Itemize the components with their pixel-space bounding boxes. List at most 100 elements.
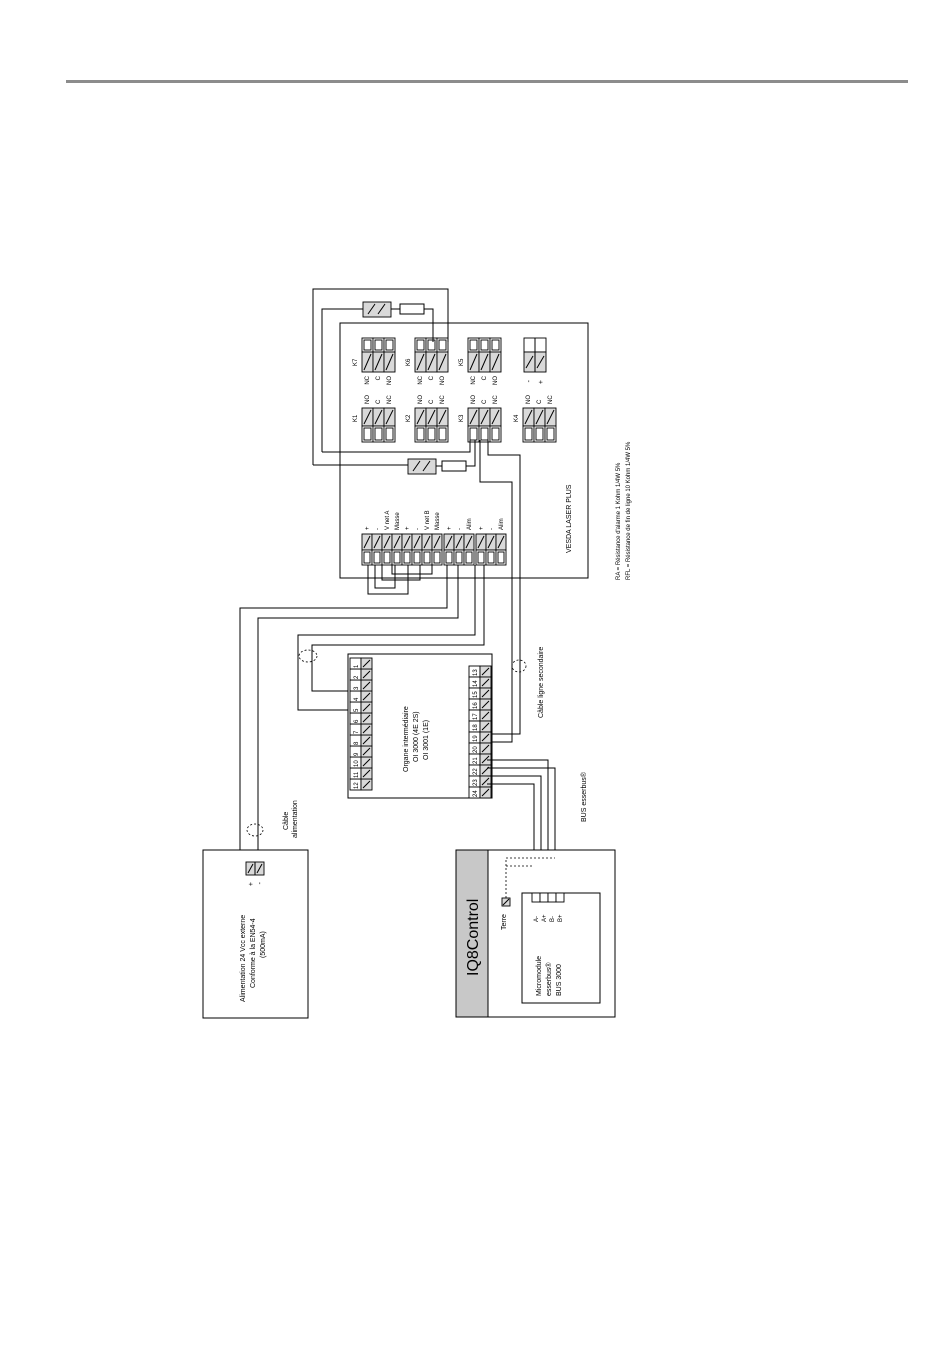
- micro-line-1: Micromodule: [536, 956, 543, 996]
- bus-terminal-13: Alim: [495, 518, 507, 566]
- micromodule-pin-3: B+: [555, 892, 565, 922]
- oi-terminal-4: 4: [349, 690, 373, 703]
- bus-terminal-7: Masse: [431, 512, 443, 566]
- header-rule: [66, 80, 908, 83]
- bus-terminal-label-11: +: [479, 526, 485, 530]
- alarm-loop-wiring: [312, 288, 521, 743]
- relay-k2-label: K2: [406, 414, 412, 422]
- oi-terminal-1: 1: [349, 657, 373, 670]
- oi-terminal-6: 6: [349, 712, 373, 725]
- relay-k3-pin-0: NO: [471, 395, 477, 404]
- bus-terminal-label-9: -: [457, 528, 463, 530]
- oi-terminal-16: 16: [468, 698, 492, 711]
- relay-k5-pin-0: NC: [471, 375, 477, 384]
- oi-terminal-12: 12: [349, 778, 373, 791]
- relay-k1-label: K1: [353, 414, 359, 422]
- cable-alim-label-2: alimentation: [292, 800, 299, 838]
- rfl-resistor-top: [399, 303, 425, 315]
- oi-terminal-number-5: 5: [354, 708, 360, 712]
- bus-terminal-label-3: Masse: [395, 512, 401, 530]
- oi-terminal-number-24: 24: [473, 790, 479, 797]
- rfl-resistor-bottom: [441, 460, 467, 472]
- alim-line-2: Conforme à la EN54-4: [250, 918, 257, 988]
- alim-pin-minus: -: [257, 881, 264, 884]
- oi-terminal-14: 14: [468, 676, 492, 689]
- oi-terminal-number-4: 4: [354, 697, 360, 701]
- micro-line-2: esserbus®: [545, 962, 553, 996]
- oi-terminal-number-3: 3: [354, 686, 360, 690]
- bus-terminal-label-10: Alim: [467, 518, 473, 530]
- oi-terminal-2: 2: [349, 668, 373, 681]
- bus-terminal-label-4: +: [405, 526, 411, 530]
- iq8control-panel: IQ8Control Terre Micromodule esserbus® B…: [455, 849, 616, 1018]
- relay-k3-pin-1: C: [482, 399, 488, 404]
- bus-terminal-label-8: +: [447, 526, 453, 530]
- oi-terminal-15: 15: [468, 687, 492, 700]
- oi-terminal-number-19: 19: [473, 735, 479, 742]
- oi-terminal-number-16: 16: [473, 702, 479, 709]
- oi-terminal-9: 9: [349, 745, 373, 758]
- relay-k4-pin-0: NO: [526, 395, 532, 404]
- relay-k1-pin-0: NO: [365, 395, 371, 404]
- relay-k5-label: K5: [459, 358, 465, 366]
- oi-line-2: OI 3000 (4E 2S): [413, 711, 420, 762]
- bus-terminal-1: -: [371, 528, 383, 566]
- vesda-supply-pin-1: +: [538, 380, 545, 384]
- bus-terminal-label-2: V net A: [385, 511, 391, 530]
- relay-k7-pin-2: NO: [387, 376, 393, 385]
- bus-terminal-2: V net A: [381, 511, 393, 566]
- oi-terminal-20: 20: [468, 742, 492, 755]
- oi-terminal-3: 3: [349, 679, 373, 692]
- oi-terminal-24: 24: [468, 786, 492, 799]
- micromodule-pin-label-1: A+: [542, 914, 548, 922]
- alim-line-1: Alimentation 24 Vcc externe: [240, 915, 247, 1002]
- relay-k3-label: K3: [459, 414, 465, 422]
- oi-terminal-23: 23: [468, 775, 492, 788]
- oi-terminal-number-12: 12: [354, 782, 360, 789]
- oi-terminal-number-14: 14: [473, 680, 479, 687]
- oi-terminal-number-1: 1: [354, 664, 360, 668]
- micro-line-3: BUS 3000: [556, 964, 563, 996]
- relay-k6-pin-2: NO: [440, 376, 446, 385]
- oi-terminal-number-2: 2: [354, 675, 360, 679]
- vesda-supply-terminal: - +: [523, 337, 547, 384]
- oi-terminal-8: 8: [349, 734, 373, 747]
- ra-resistor-bottom: [407, 458, 437, 475]
- oi-terminal-number-20: 20: [473, 746, 479, 753]
- iq8-title: IQ8Control: [465, 899, 482, 976]
- micromodule-box: [521, 892, 601, 1004]
- relay-k6-label: K6: [406, 358, 412, 366]
- oi-terminal-number-17: 17: [473, 713, 479, 720]
- relay-k4-pin-2: NC: [548, 395, 554, 404]
- relay-k3-pin-2: NC: [493, 395, 499, 404]
- oi-terminal-13: 13: [468, 665, 492, 678]
- oi-terminal-number-15: 15: [473, 691, 479, 698]
- bus-terminal-label-1: -: [375, 528, 381, 530]
- alim-line-3: (500mA): [260, 931, 267, 958]
- micromodule-pin-label-2: B-: [550, 916, 556, 922]
- bus-terminal-label-13: Alim: [499, 518, 505, 530]
- relay-k4-pin-1: C: [537, 399, 543, 404]
- oi-terminal-18: 18: [468, 720, 492, 733]
- bus-terminal-label-0: +: [365, 526, 371, 530]
- alim-pin-plus: +: [248, 882, 255, 886]
- bus-terminal-label-7: Masse: [435, 512, 441, 530]
- relay-k6-pin-0: NC: [418, 375, 424, 384]
- oi-terminal-number-22: 22: [473, 768, 479, 775]
- oi-terminal-number-9: 9: [354, 752, 360, 756]
- relay-k2-pin-0: NO: [418, 395, 424, 404]
- oi-terminal-number-21: 21: [473, 757, 479, 764]
- cable-secondaire-label: Câble ligne secondaire: [538, 647, 545, 718]
- bus-terminal-label-5: -: [415, 528, 421, 530]
